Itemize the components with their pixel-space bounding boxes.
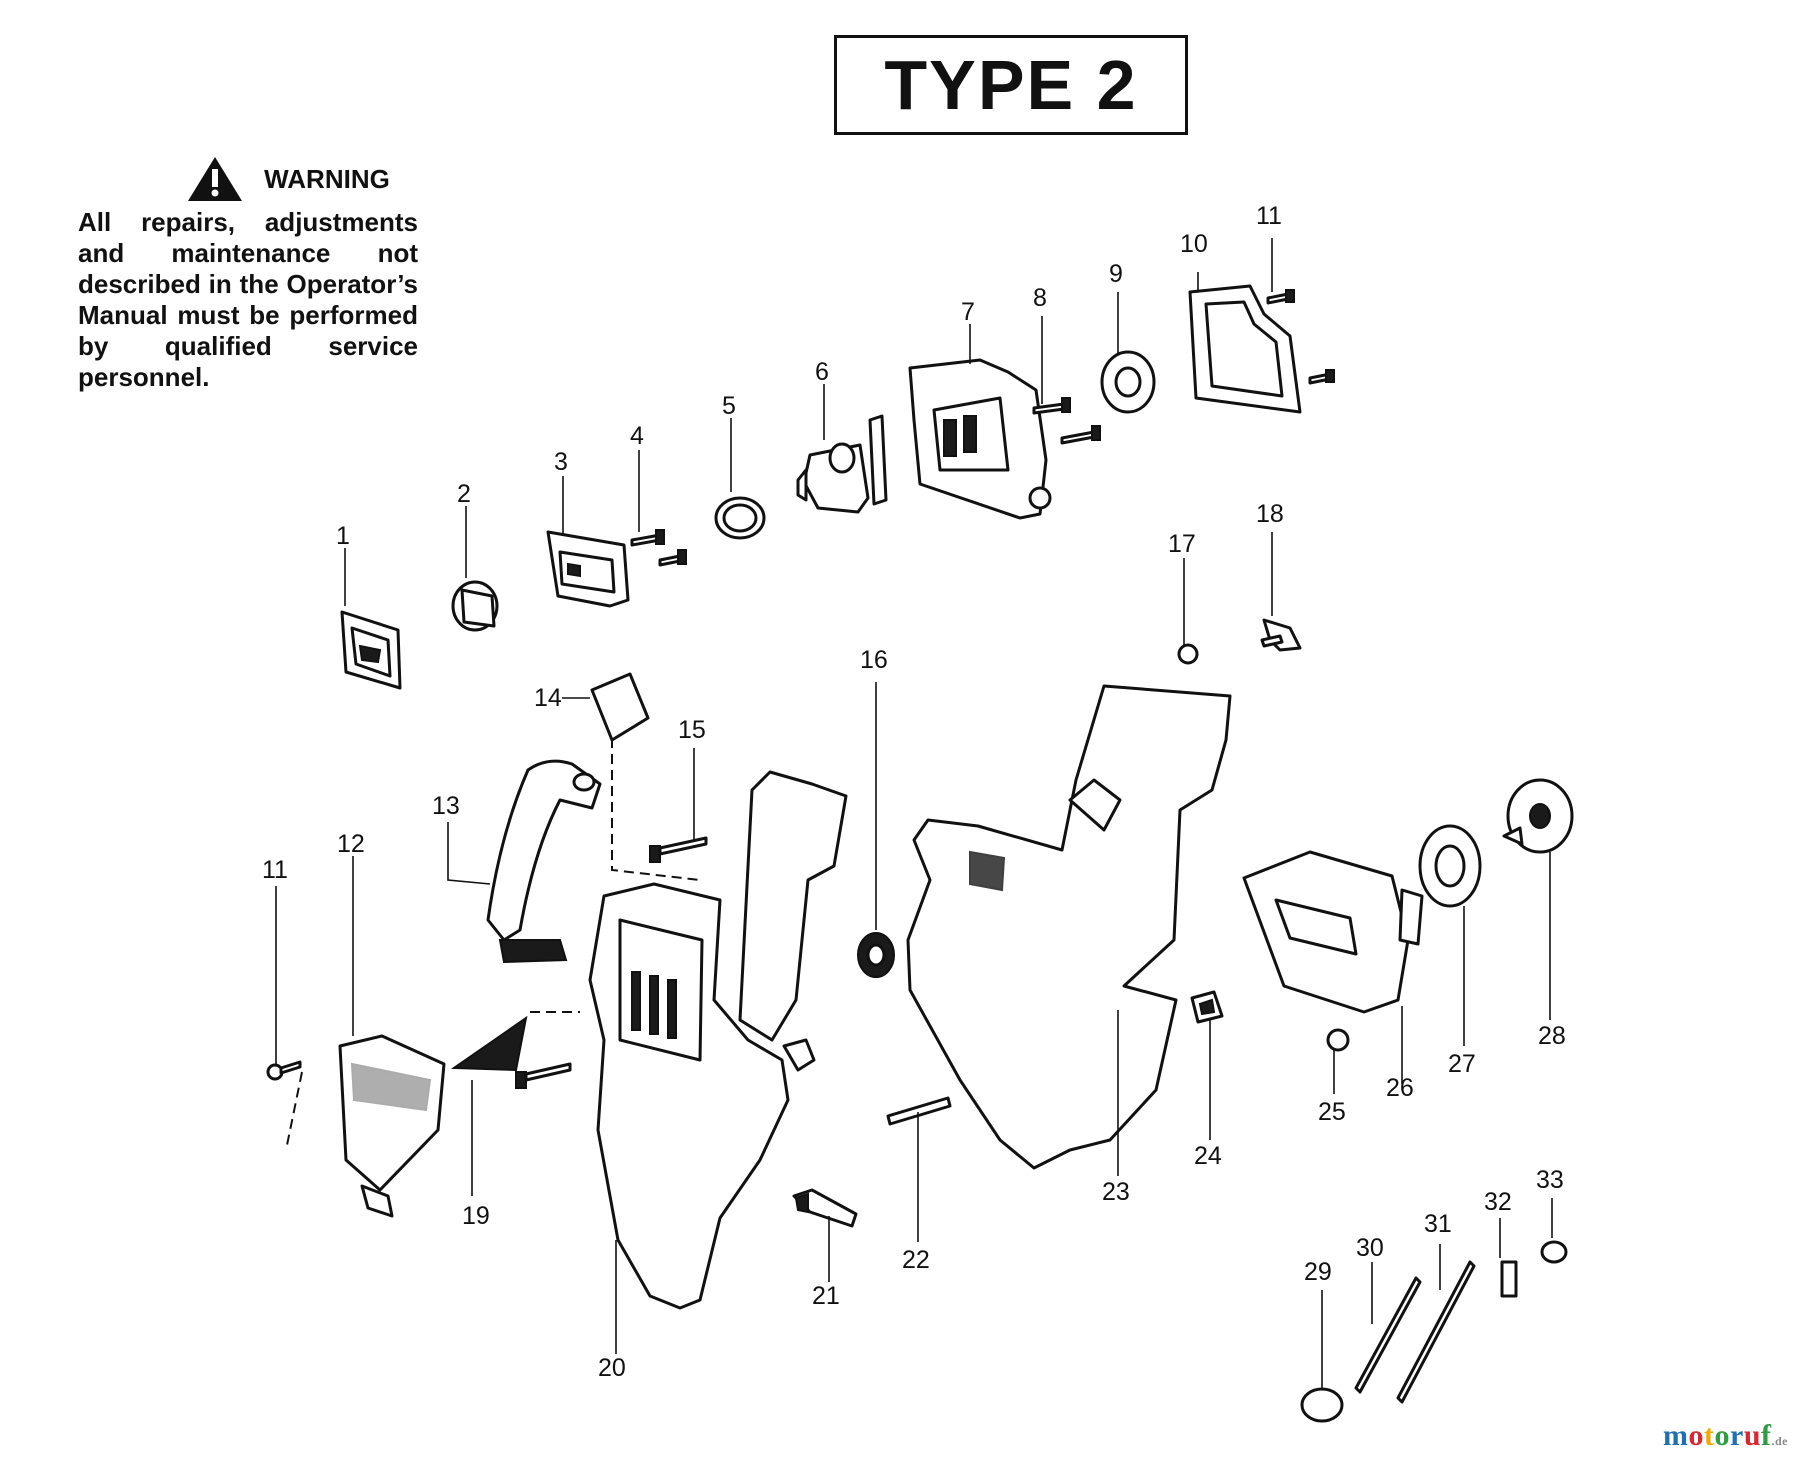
part-22-pin bbox=[886, 1096, 952, 1126]
watermark-letter: u bbox=[1743, 1419, 1761, 1452]
part-26-air-cleaner bbox=[1242, 850, 1424, 1014]
callout-13: 13 bbox=[432, 792, 460, 820]
callout-24: 24 bbox=[1194, 1142, 1222, 1170]
callout-14: 14 bbox=[534, 684, 562, 712]
part-23-housing bbox=[906, 684, 1232, 1170]
part-14-pad bbox=[590, 672, 650, 742]
callout-21: 21 bbox=[812, 1282, 840, 1310]
part-housing-screw bbox=[515, 1062, 572, 1089]
callout-15: 15 bbox=[678, 716, 706, 744]
part-16-fan bbox=[857, 932, 895, 978]
callout-30: 30 bbox=[1356, 1234, 1384, 1262]
part-12-cover bbox=[338, 1034, 446, 1218]
dashed-line-12 bbox=[285, 1071, 303, 1151]
callout-1: 1 bbox=[336, 522, 350, 550]
part-11-screw-left bbox=[266, 1060, 302, 1081]
warning-header: WARNING bbox=[158, 155, 418, 203]
callout-22: 22 bbox=[902, 1246, 930, 1274]
part-10-plate bbox=[1188, 284, 1302, 414]
callout-27: 27 bbox=[1448, 1050, 1476, 1078]
callout-5: 5 bbox=[722, 392, 736, 420]
callout-2: 2 bbox=[457, 480, 471, 508]
part-17-nut bbox=[1177, 643, 1199, 665]
part-24-grommet bbox=[1190, 990, 1224, 1024]
callout-32: 32 bbox=[1484, 1188, 1512, 1216]
callout-25: 25 bbox=[1318, 1098, 1346, 1126]
part-1-gasket bbox=[340, 610, 402, 690]
warning-notice: WARNING All repairs, adjustments and mai… bbox=[78, 155, 418, 393]
callout-4: 4 bbox=[630, 422, 644, 450]
part-7-engine-cover bbox=[908, 358, 1052, 520]
part-2-clip bbox=[451, 580, 499, 632]
warning-heading: WARNING bbox=[264, 163, 390, 194]
callout-11-top: 11 bbox=[1256, 202, 1282, 230]
leader-lines bbox=[275, 238, 1553, 1388]
part-6-carburetor bbox=[796, 414, 888, 514]
callout-31: 31 bbox=[1424, 1210, 1452, 1238]
watermark-letter: r bbox=[1729, 1419, 1744, 1452]
part-31-tube bbox=[1396, 1260, 1476, 1404]
callout-16: 16 bbox=[860, 646, 888, 674]
watermark-letter: f bbox=[1761, 1419, 1772, 1452]
watermark-suffix: .de bbox=[1771, 1434, 1788, 1448]
callout-18: 18 bbox=[1256, 500, 1284, 528]
callout-3: 3 bbox=[554, 448, 568, 476]
callout-28: 28 bbox=[1538, 1022, 1566, 1050]
part-19-screen bbox=[450, 1015, 528, 1072]
type-title: TYPE 2 bbox=[884, 46, 1138, 124]
watermark-letter: o bbox=[1688, 1419, 1704, 1452]
part-20-housing bbox=[588, 770, 848, 1310]
callout-10: 10 bbox=[1180, 230, 1208, 258]
part-29-washer bbox=[1300, 1387, 1344, 1423]
callout-6: 6 bbox=[815, 358, 829, 386]
part-25-plug bbox=[1326, 1028, 1350, 1052]
warning-body: All repairs, adjustments and maintenance… bbox=[78, 207, 418, 392]
callout-labels: 1 2 3 4 5 6 7 8 9 10 11 11 12 13 14 15 1… bbox=[262, 202, 1566, 1382]
part-18-knob bbox=[1260, 618, 1302, 652]
part-28-fitting bbox=[1502, 778, 1574, 854]
part-21-clip bbox=[792, 1188, 858, 1228]
part-11-screws-top bbox=[1266, 289, 1335, 385]
callout-7: 7 bbox=[961, 298, 975, 326]
part-13-handle bbox=[486, 759, 602, 964]
part-32-filter bbox=[1500, 1260, 1518, 1298]
type-title-box: TYPE 2 bbox=[834, 35, 1188, 135]
callout-19: 19 bbox=[462, 1202, 490, 1230]
callout-12: 12 bbox=[337, 830, 365, 858]
motoruf-watermark: motoruf.de bbox=[1663, 1419, 1788, 1453]
callout-20: 20 bbox=[598, 1354, 626, 1382]
callout-9: 9 bbox=[1109, 260, 1123, 288]
part-30-tube bbox=[1354, 1276, 1422, 1394]
dashed-line-14 bbox=[611, 738, 701, 881]
callout-26: 26 bbox=[1386, 1074, 1414, 1102]
callout-11-left: 11 bbox=[262, 856, 288, 884]
part-33-grommet bbox=[1540, 1240, 1568, 1264]
callout-17: 17 bbox=[1168, 530, 1196, 558]
part-3-air-box bbox=[546, 530, 630, 608]
part-9-spacer bbox=[1100, 350, 1156, 414]
part-8-bolts bbox=[1032, 397, 1101, 445]
callout-33: 33 bbox=[1536, 1166, 1564, 1194]
callout-8: 8 bbox=[1033, 284, 1047, 312]
part-5-o-ring bbox=[714, 496, 766, 540]
warning-triangle-icon bbox=[188, 157, 243, 201]
watermark-letter: t bbox=[1703, 1419, 1715, 1452]
callout-23: 23 bbox=[1102, 1178, 1130, 1206]
part-4-screws bbox=[630, 529, 687, 567]
watermark-letter: o bbox=[1714, 1419, 1730, 1452]
watermark-letter: m bbox=[1662, 1419, 1689, 1452]
callout-29: 29 bbox=[1304, 1258, 1332, 1286]
part-15-screw bbox=[649, 836, 708, 863]
part-27-seal bbox=[1418, 824, 1482, 908]
